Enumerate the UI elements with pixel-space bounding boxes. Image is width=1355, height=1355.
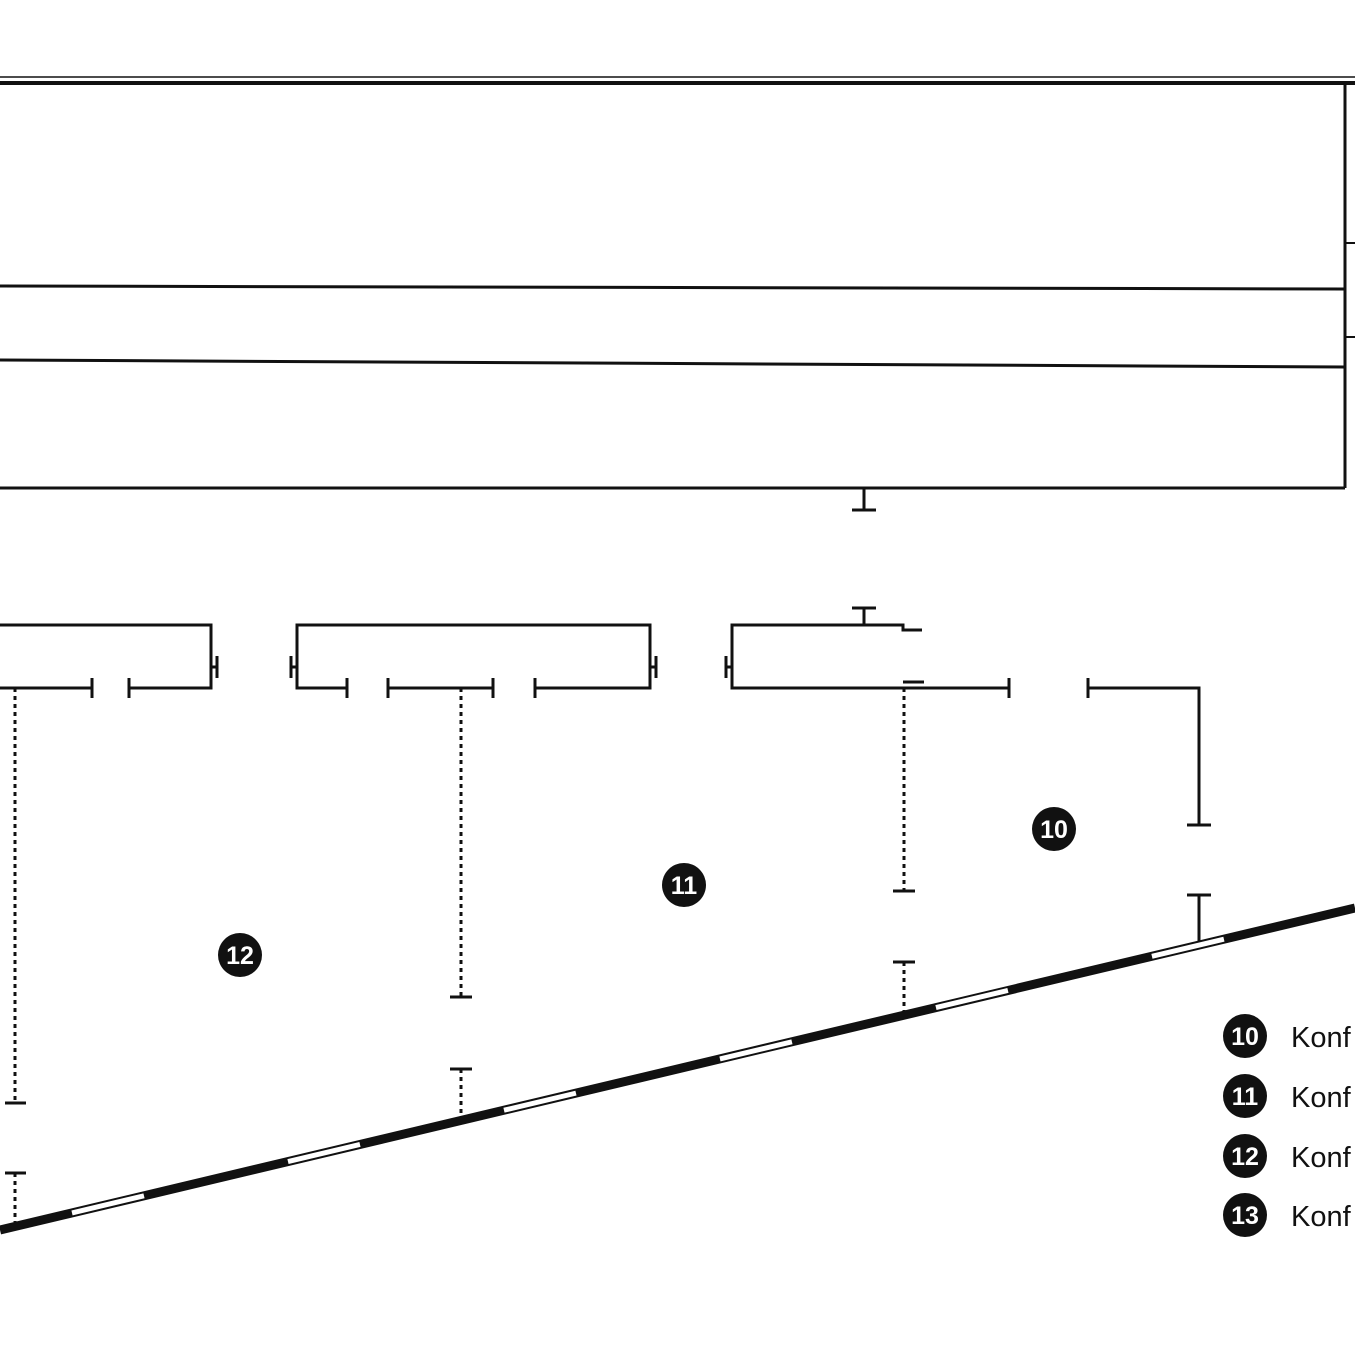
upper-block-partitions (0, 284, 1346, 369)
dotted-partitions (5, 688, 915, 1222)
diagonal-facade (0, 903, 1355, 1235)
svg-text:10: 10 (1040, 816, 1068, 844)
legend-item-13: 13 Konf (1223, 1193, 1352, 1237)
upper-building-block (0, 83, 1355, 490)
svg-text:11: 11 (1232, 1083, 1259, 1111)
svg-text:Konf: Konf (1291, 1201, 1352, 1233)
legend: 10 Konf 11 Konf 12 Konf 13 Konf (1223, 1014, 1352, 1237)
legend-item-11: 11 Konf (1223, 1074, 1352, 1118)
svg-text:Konf: Konf (1291, 1142, 1352, 1174)
middle-room-walls (0, 623, 1211, 944)
top-wall (0, 76, 1355, 85)
svg-text:10: 10 (1231, 1023, 1259, 1051)
door-stub-upper (852, 488, 876, 625)
svg-text:12: 12 (226, 942, 254, 970)
legend-item-10: 10 Konf (1223, 1014, 1352, 1058)
room-marker-12: 12 (218, 933, 262, 977)
svg-text:11: 11 (671, 872, 698, 900)
room-marker-10: 10 (1032, 807, 1076, 851)
room-marker-11: 11 (662, 863, 706, 907)
svg-text:13: 13 (1231, 1202, 1259, 1230)
svg-text:Konf: Konf (1291, 1082, 1352, 1114)
svg-text:12: 12 (1231, 1143, 1259, 1171)
svg-text:Konf: Konf (1291, 1022, 1352, 1054)
legend-item-12: 12 Konf (1223, 1134, 1352, 1178)
